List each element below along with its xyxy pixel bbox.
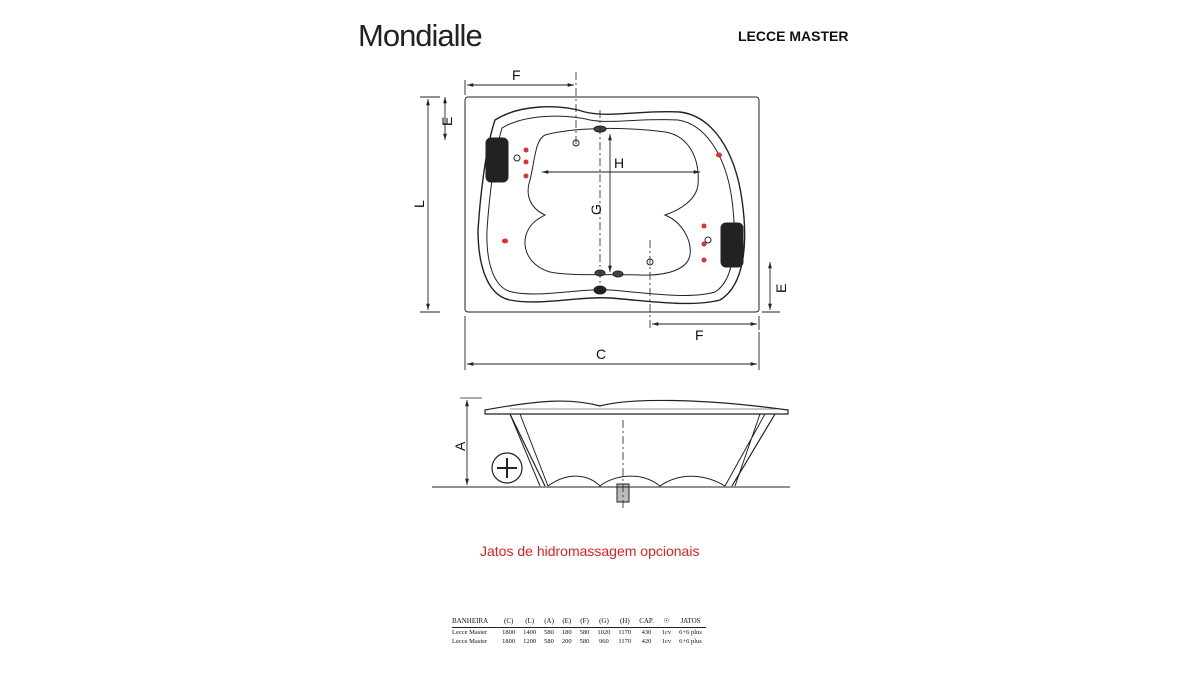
rim-side (484, 399, 789, 415)
cell: 1800 (502, 629, 516, 636)
col-g: (G) (593, 617, 615, 628)
motor-symbol-icon: ☉ (663, 617, 670, 625)
col-a: (A) (540, 617, 558, 628)
cell: 1170 (618, 638, 632, 645)
control-left (513, 154, 521, 162)
label-H: H (614, 155, 624, 171)
label-C: C (596, 346, 606, 362)
cell: 180 (561, 629, 572, 636)
cell: 6+6 plus (679, 629, 702, 636)
col-l: (L) (519, 617, 541, 628)
cell: 580 (579, 629, 590, 636)
basin-inner-contour (486, 115, 735, 296)
cell: 960 (599, 638, 609, 645)
cell: 1400 (523, 629, 537, 636)
cell: 1020 (597, 629, 611, 636)
col-banheira: BANHEIRA (452, 617, 499, 628)
col-f: (F) (575, 617, 594, 628)
fitting-bottom-b (612, 270, 624, 278)
cell: Lecce Master (452, 629, 488, 636)
col-motor: ☉ (657, 617, 676, 628)
cell: 1800 (502, 638, 516, 645)
cell: 580 (544, 638, 554, 645)
col-e: (E) (557, 617, 576, 628)
basin-outer-contour (477, 106, 746, 305)
label-A: A (452, 441, 468, 451)
tub-body-side (494, 413, 775, 487)
basin-center (524, 127, 699, 276)
table-row: Lecce Master 1800 1200 580 200 580 960 1… (452, 637, 706, 646)
cell: 1cv (661, 629, 672, 636)
pillow-left (485, 137, 509, 183)
col-cap: CAP. (635, 617, 658, 628)
cell: 1200 (523, 638, 537, 645)
cell: 580 (579, 638, 590, 645)
col-h: (H) (614, 617, 636, 628)
motor-icon (491, 452, 523, 484)
label-L: L (411, 200, 427, 208)
dimensions-top (420, 80, 780, 370)
jets (502, 147, 722, 263)
col-jatos: JATOS (675, 617, 706, 628)
cell: 1cv (661, 638, 672, 645)
cell: 1170 (618, 629, 632, 636)
brand-logo: Mondialle (358, 18, 483, 53)
label-G: G (588, 204, 604, 215)
cell: 430 (641, 629, 652, 636)
side-view (432, 397, 790, 510)
label-E-right: E (773, 284, 789, 293)
cell: 420 (641, 638, 652, 645)
tub-outline-top (464, 96, 760, 313)
model-title: LECCE MASTER (738, 28, 849, 44)
optional-jets-note: Jatos de hidromassagem opcionais (480, 543, 700, 559)
label-F-top: F (512, 67, 521, 83)
control-right (704, 236, 712, 244)
cell: 6+6 plus (679, 638, 702, 645)
top-view (464, 72, 760, 330)
label-F-bottom: F (695, 327, 704, 343)
cell: 200 (561, 638, 572, 645)
col-c: (C) (498, 617, 520, 628)
cell: 580 (544, 629, 554, 636)
table-row: Lecce Master 1800 1400 580 180 580 1020 … (452, 628, 706, 638)
cell: Lecce Master (452, 638, 488, 645)
spec-table: BANHEIRA (C) (L) (A) (E) (F) (G) (H) CAP… (452, 617, 706, 646)
table-header-row: BANHEIRA (C) (L) (A) (E) (F) (G) (H) CAP… (452, 617, 706, 628)
label-E-left: E (439, 117, 455, 126)
pillow-right (720, 222, 744, 268)
